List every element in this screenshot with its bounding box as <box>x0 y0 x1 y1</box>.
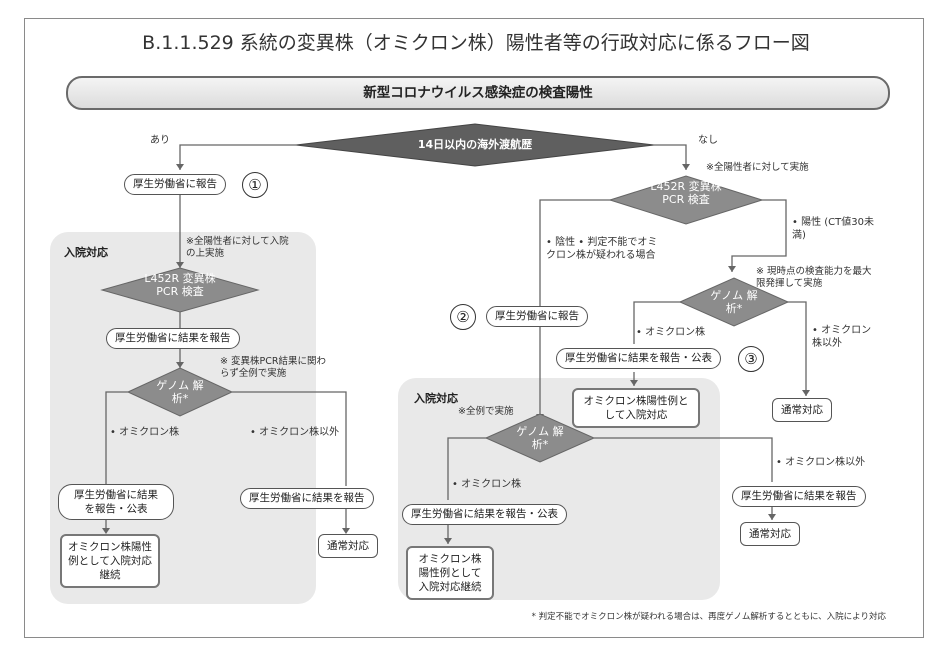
left-report-result-pill: 厚生労働省に結果を報告 <box>106 328 240 349</box>
center-omicron-label: • オミクロン株 <box>452 479 522 490</box>
right-report-publish-pill: 厚生労働省に結果を報告・公表 <box>556 348 721 369</box>
left-genome-note: ※ 変異株PCR結果に関わらず全例で実施 <box>220 356 326 379</box>
test-positive-banner: 新型コロナウイルス感染症の検査陽性 <box>66 76 890 110</box>
right-negative-label: • 陰性 • 判定不能でオミクロン株が疑われる場合 <box>546 237 658 261</box>
left-genome-diamond <box>126 367 234 417</box>
right-pcr-diamond <box>608 175 764 225</box>
right-positive-label: • 陽性 (CT値30未満) <box>792 217 874 241</box>
left-pcr-note: ※全陽性者に対して入院の上実施 <box>186 236 289 259</box>
right-report-pill: 厚生労働省に報告 <box>486 306 588 327</box>
right-omicron-hospitalization-box: オミクロン株陽性例として入院対応 <box>572 388 700 428</box>
branch-yes-label: あり <box>150 135 170 146</box>
branch-no-label: なし <box>698 135 718 146</box>
left-omicron-label: • オミクロン株 <box>110 427 180 438</box>
right-genome-label: ゲノム 解析* <box>710 289 758 315</box>
center-panel-label: 入院対応 <box>414 392 458 405</box>
travel-history-label: 14日以内の海外渡航歴 <box>417 138 533 151</box>
left-continue-hospitalization-box: オミクロン株陽性例として入院対応継続 <box>60 534 160 588</box>
travel-history-diamond <box>295 123 655 167</box>
center-genome-label: ゲノム 解析* <box>516 425 564 451</box>
right-pcr-label: L452R 変異株PCR 検査 <box>650 180 722 206</box>
marker-3: ③ <box>738 346 764 372</box>
left-normal-response-box: 通常対応 <box>318 534 378 558</box>
right-omicron-label: • オミクロン株 <box>636 327 706 338</box>
left-report-result2-pill: 厚生労働省に結果を報告 <box>240 488 374 509</box>
right-non-omicron-label: • オミクロン株以外 <box>812 325 872 349</box>
marker-2: ② <box>450 304 476 330</box>
center-all-cases-note: ※全例で実施 <box>458 406 514 417</box>
left-panel-label: 入院対応 <box>64 246 108 259</box>
center-report-result-pill: 厚生労働省に結果を報告 <box>732 486 866 507</box>
center-genome-diamond <box>484 413 596 463</box>
diagram-title: B.1.1.529 系統の変異株（オミクロン株）陽性者等の行政対応に係るフロー図 <box>142 32 810 54</box>
center-normal-response-box: 通常対応 <box>740 522 800 546</box>
left-pcr-label: L452R 変異株PCR 検査 <box>144 272 216 298</box>
right-pcr-note: ※全陽性者に対して実施 <box>706 162 809 173</box>
left-report-pill: 厚生労働省に報告 <box>124 174 226 195</box>
right-genome-note: ※ 現時点の検査能力を最大限発揮して実施 <box>756 266 872 289</box>
right-genome-diamond <box>678 277 790 327</box>
center-non-omicron-label: • オミクロン株以外 <box>776 457 866 468</box>
footnote: * 判定不能でオミクロン株が疑われる場合は、再度ゲノム解析するとともに、入院によ… <box>531 612 886 622</box>
left-report-publish-pill: 厚生労働省に結果を報告・公表 <box>58 484 174 520</box>
center-continue-hospitalization-box: オミクロン株陽性例として入院対応継続 <box>406 546 494 600</box>
center-report-publish-pill: 厚生労働省に結果を報告・公表 <box>402 504 567 525</box>
left-non-omicron-label: • オミクロン株以外 <box>250 427 340 438</box>
marker-1: ① <box>242 172 268 198</box>
right-normal-response-box: 通常対応 <box>772 398 832 422</box>
left-pcr-diamond <box>100 267 260 313</box>
left-genome-label: ゲノム 解析* <box>156 379 204 405</box>
